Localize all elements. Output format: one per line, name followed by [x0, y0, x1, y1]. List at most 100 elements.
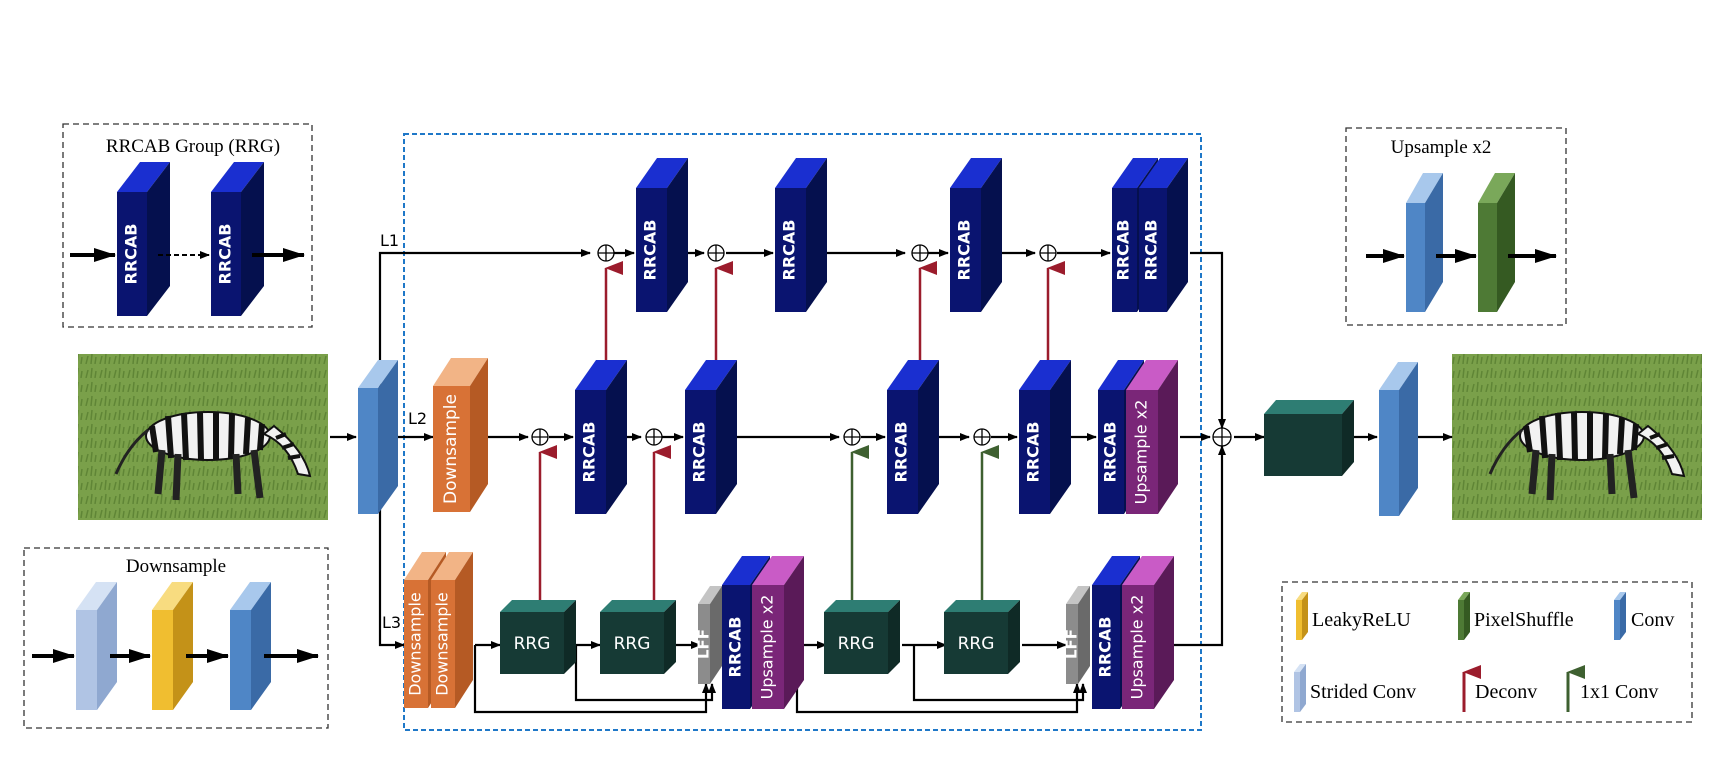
lff-block-2-label: LFF: [1063, 629, 1081, 659]
zebra-input-icon: [78, 354, 328, 520]
sum-nodes: [531, 244, 1232, 447]
rrcab-block-l2-1: RRCAB: [575, 360, 627, 514]
output-conv-block: [1379, 362, 1418, 516]
rrg-block-3: RRG: [824, 600, 900, 674]
sum-node-l2-4: [973, 428, 991, 446]
downsample-block-l3-b: Downsample: [431, 552, 473, 708]
rrcab-block-l1-1-label: RRCAB: [641, 220, 660, 281]
downsample-inset-leakyrelu: [152, 582, 193, 710]
sum-node-l2-1: [531, 428, 549, 446]
wire-l3-end: [1156, 445, 1226, 647]
upsample-inset-conv: [1406, 173, 1443, 312]
lff-block-1: LFF: [695, 586, 722, 684]
wire-l1-start: [378, 249, 591, 410]
sum-node-l1-3: [911, 244, 929, 262]
upsample-block-l2: Upsample x2: [1126, 360, 1178, 514]
legend-pixelshuffle-label: PixelShuffle: [1474, 609, 1574, 631]
rrcab-block-l2-2-label: RRCAB: [690, 422, 709, 483]
rrg-block-1: RRG: [500, 600, 576, 674]
rrcab-block-l1-2: RRCAB: [775, 158, 827, 312]
rrcab-block-l1-3: RRCAB: [950, 158, 1002, 312]
downsample-inset-conv: [230, 582, 271, 710]
legend-strided-conv-swatch: [1294, 664, 1306, 712]
upsample-inset-frame: [1345, 127, 1567, 326]
legend-1x1conv-label: 1x1 Conv: [1580, 681, 1658, 703]
rrcab-block-l2-4-label: RRCAB: [1024, 422, 1043, 483]
reconstruction-block: [1264, 400, 1354, 476]
rrcab-block-l2-3-label: RRCAB: [892, 422, 911, 483]
lff-block-2: LFF: [1063, 586, 1090, 684]
rrg-block-1-label: RRG: [514, 634, 551, 654]
downsample-block-l2-label: Downsample: [441, 394, 461, 504]
downsample-block-l3-a-label: Downsample: [406, 592, 425, 696]
rrg-block-2-label: RRG: [614, 634, 651, 654]
sum-node-l2-2: [645, 428, 663, 446]
legend-pixelshuffle-swatch: [1458, 592, 1470, 640]
rrg-block-4-label: RRG: [958, 634, 995, 654]
rrg-inset-rrcab-1: RRCAB: [117, 162, 170, 316]
branch-label-l1: L1: [380, 231, 399, 250]
rrcab-block-l2-1-label: RRCAB: [580, 422, 599, 483]
downsample-inset: Downsample: [23, 547, 329, 729]
upsample-inset: Upsample x2: [1345, 127, 1567, 326]
rrcab-block-l2-5-label: RRCAB: [1101, 422, 1120, 483]
downsample-inset-frame: [23, 547, 329, 729]
legend-conv-swatch: [1614, 592, 1626, 640]
rrcab-block-l1-1: RRCAB: [636, 158, 688, 312]
legend-deconv-label: Deconv: [1475, 681, 1537, 703]
legend-leakyrelu-swatch: [1296, 592, 1308, 640]
wire-l3-skip-1: [473, 645, 710, 714]
rrcab-block-l1-5-label: RRCAB: [1142, 220, 1161, 281]
rrcab-block-l3-2-label: RRCAB: [1096, 617, 1115, 678]
rrcab-block-l2-4: RRCAB: [1019, 360, 1071, 514]
upsample-block-l3-1: Upsample x2: [752, 556, 804, 709]
sum-node-l1-2: [707, 244, 725, 262]
rrg-inset: RRCAB Group (RRG) RRCAB RRCAB: [62, 123, 313, 328]
wire-l3-skip-2: [574, 645, 716, 702]
legend: LeakyReLU PixelShuffle Conv Strided Conv…: [1281, 581, 1693, 723]
lff-block-1-label: LFF: [695, 629, 713, 659]
rrg-inset-title: RRCAB Group (RRG): [106, 136, 280, 157]
wire-l3-skip-4: [912, 645, 1087, 702]
rrg-inset-rrcab-2-label: RRCAB: [216, 224, 235, 285]
upsample-block-l2-label: Upsample x2: [1132, 400, 1151, 505]
upsample-inset-title: Upsample x2: [1391, 137, 1492, 158]
fusion-arrows: [538, 261, 1065, 612]
branch-label-l3: L3: [382, 613, 401, 632]
downsample-inset-title: Downsample: [126, 556, 226, 577]
downsample-block-l2: Downsample: [433, 358, 488, 512]
input-conv-block: [358, 360, 398, 514]
upsample-block-l3-1-label: Upsample x2: [758, 595, 777, 700]
rrg-block-2: RRG: [600, 600, 676, 674]
legend-leakyrelu-label: LeakyReLU: [1312, 609, 1411, 631]
wire-l1-end: [1190, 251, 1226, 429]
rrg-inset-frame: [62, 123, 313, 328]
downsample-inset-strided-conv: [76, 582, 117, 710]
sum-node-l1-4: [1039, 244, 1057, 262]
rrg-block-3-label: RRG: [838, 634, 875, 654]
branch-label-l2: L2: [408, 409, 427, 428]
sum-node-merge: [1212, 427, 1232, 447]
rrcab-block-l2-3: RRCAB: [887, 360, 939, 514]
legend-strided-conv-label: Strided Conv: [1310, 681, 1416, 703]
sum-node-l2-3: [843, 428, 861, 446]
wire-l3-start: [378, 470, 405, 649]
rrg-block-4: RRG: [944, 600, 1020, 674]
rrcab-block-l1-3-label: RRCAB: [955, 220, 974, 281]
downsample-block-l3-b-label: Downsample: [433, 592, 452, 696]
rrg-inset-rrcab-2: RRCAB: [211, 162, 264, 316]
legend-conv-label: Conv: [1631, 609, 1674, 631]
upsample-block-l3-2-label: Upsample x2: [1128, 595, 1147, 700]
upsample-block-l3-2: Upsample x2: [1122, 556, 1174, 709]
sum-node-l1-1: [597, 244, 615, 262]
rrcab-block-l1-2-label: RRCAB: [780, 220, 799, 281]
zebra-output-icon: [1452, 354, 1702, 520]
legend-frame: [1281, 581, 1693, 723]
rrcab-block-l3-1-label: RRCAB: [726, 617, 745, 678]
rrg-inset-rrcab-1-label: RRCAB: [122, 224, 141, 285]
rrcab-block-l1-5: RRCAB: [1139, 158, 1188, 312]
rrcab-block-l2-2: RRCAB: [685, 360, 737, 514]
rrcab-block-l1-4-label: RRCAB: [1114, 220, 1133, 281]
main-network-frame: [403, 133, 1202, 731]
